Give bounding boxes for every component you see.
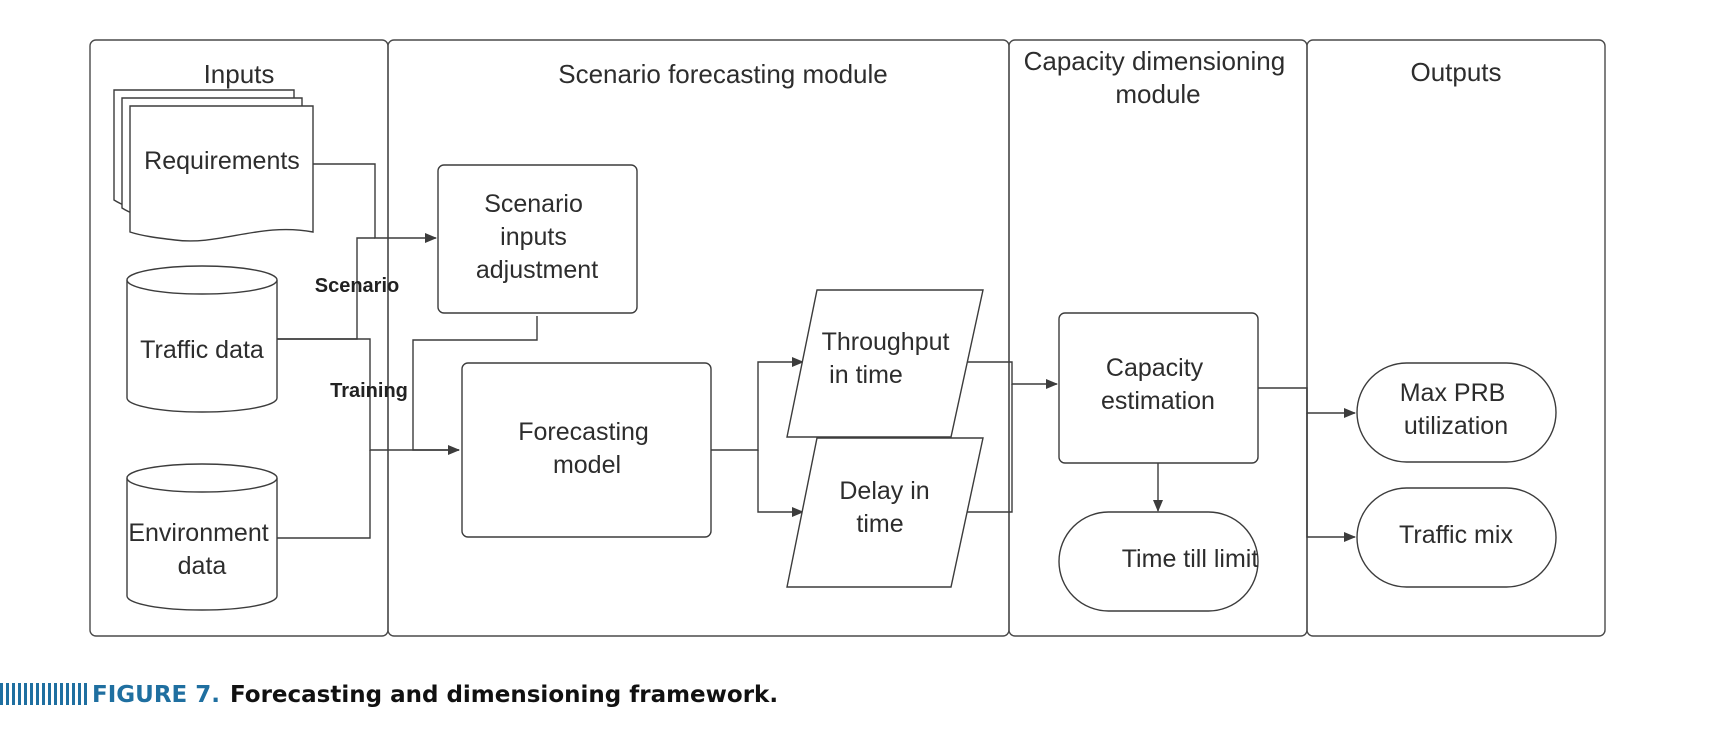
traffic-mix-label: Traffic mix bbox=[1399, 521, 1513, 549]
environment-data-label: Environment data bbox=[128, 519, 275, 580]
traffic-mix-node: Traffic mix bbox=[1356, 487, 1557, 588]
capacity-to-traffic-mix-edge bbox=[1306, 413, 1356, 542]
inputs-panel-title: Inputs bbox=[204, 59, 275, 89]
traffic-data-node: Traffic data bbox=[126, 265, 278, 413]
requirements-label: Requirements bbox=[144, 147, 300, 175]
journal-logo bbox=[0, 683, 90, 705]
scenario-forecasting-panel-title: Scenario forecasting module bbox=[558, 59, 888, 89]
delay-to-capacity-edge bbox=[967, 384, 1013, 513]
capacity-estimation-label: Capacity estimation bbox=[1101, 354, 1215, 415]
max-prb-utilization-label: Max PRB utilization bbox=[1400, 379, 1513, 440]
time-till-limit-node: Time till limit bbox=[1058, 511, 1259, 612]
figure-caption: FIGURE 7. Forecasting and dimensioning fr… bbox=[0, 682, 778, 722]
outputs-panel bbox=[1306, 39, 1606, 637]
adjustment-to-forecasting-edge bbox=[412, 316, 538, 451]
capacity-estimation-node: Capacity estimation bbox=[1058, 312, 1259, 464]
delay-in-time-node: Delay in time bbox=[786, 437, 984, 588]
training-edge-label: Training bbox=[330, 380, 408, 402]
throughput-to-capacity-edge bbox=[967, 361, 1058, 389]
requirements-node: Requirements bbox=[113, 89, 314, 242]
delay-in-time-label: Delay in time bbox=[839, 477, 936, 538]
throughput-in-time-node: Throughput in time bbox=[786, 289, 984, 438]
capacity-dimensioning-panel-title: Capacity dimensioning module bbox=[1024, 46, 1293, 109]
figure-label: FIGURE 7. bbox=[92, 682, 220, 708]
time-till-limit-label: Time till limit bbox=[1122, 545, 1259, 573]
max-prb-utilization-node: Max PRB utilization bbox=[1356, 362, 1557, 463]
traffic-data-label: Traffic data bbox=[140, 336, 264, 364]
caption-text: Forecasting and dimensioning framework. bbox=[230, 682, 779, 708]
forecasting-model-label: Forecasting model bbox=[518, 418, 656, 479]
environment-training-edge bbox=[277, 450, 371, 539]
scenario-inputs-adjustment-label: Scenario inputs adjustment bbox=[476, 190, 598, 284]
scenario-edge-label: Scenario bbox=[315, 275, 399, 297]
outputs-panel-title: Outputs bbox=[1410, 57, 1501, 87]
environment-data-node: Environment data bbox=[126, 463, 278, 611]
forecasting-to-throughput-edge bbox=[711, 357, 804, 451]
throughput-in-time-label: Throughput in time bbox=[822, 328, 957, 389]
scenario-inputs-adjustment-node: Scenario inputs adjustment bbox=[437, 164, 638, 314]
forecasting-to-delay-edge bbox=[757, 450, 804, 517]
requirements-to-adjustment-edge bbox=[313, 163, 437, 243]
forecasting-model-node: Forecasting model bbox=[461, 362, 712, 538]
capacity-to-max-prb-edge bbox=[1258, 387, 1356, 418]
